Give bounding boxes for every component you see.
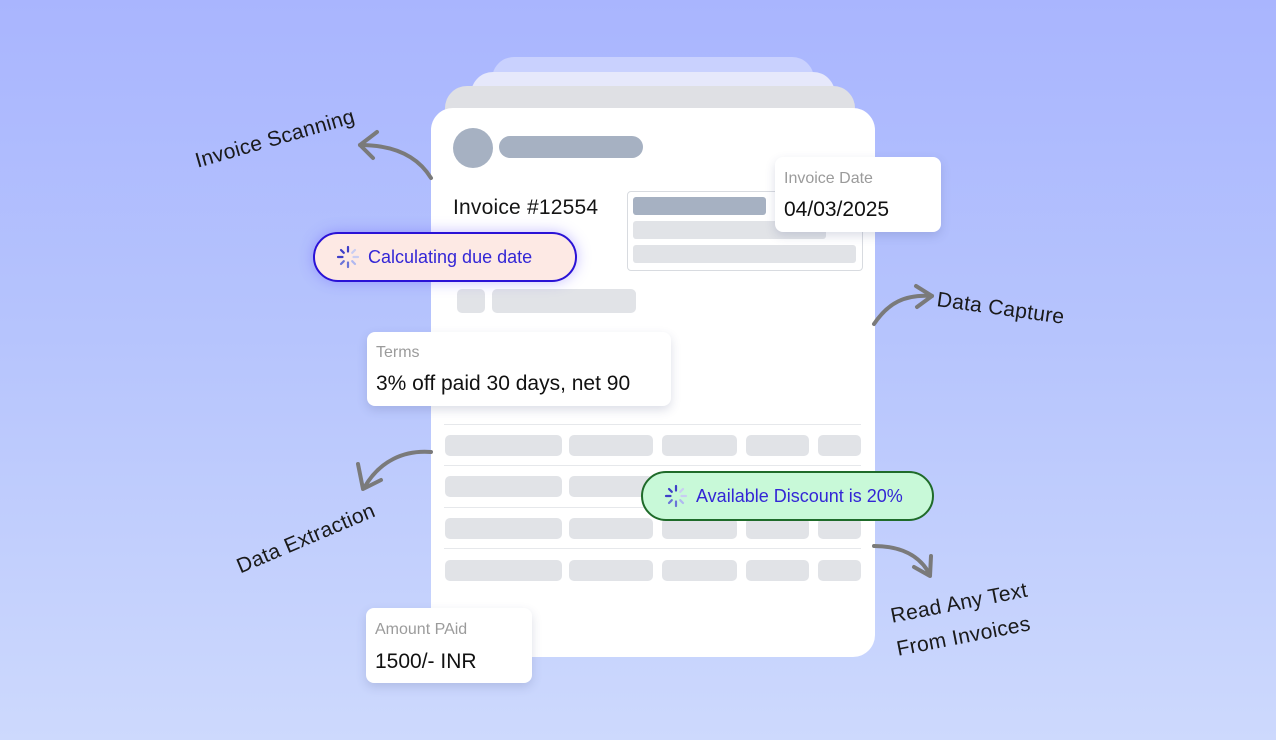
arrowhead-icon bbox=[358, 130, 379, 160]
invoice-date-value: 04/03/2025 bbox=[784, 198, 890, 221]
arrowhead-icon bbox=[912, 554, 933, 578]
terms-value: 3% off paid 30 days, net 90 bbox=[376, 372, 631, 395]
arrowhead-icon bbox=[914, 284, 934, 309]
amount-paid-value: 1500/- INR bbox=[375, 650, 477, 673]
company-logo-placeholder bbox=[453, 128, 493, 168]
field-placeholder-small bbox=[457, 289, 485, 313]
spinner-icon bbox=[336, 245, 360, 269]
terms-card: Terms 3% off paid 30 days, net 90 bbox=[367, 332, 671, 406]
invoice-date-label: Invoice Date bbox=[784, 170, 873, 187]
address-line-placeholder bbox=[633, 245, 856, 263]
invoice-number: Invoice #12554 bbox=[453, 196, 599, 219]
amount-paid-card: Amount PAid 1500/- INR bbox=[366, 608, 532, 683]
invoice-date-card: Invoice Date 04/03/2025 bbox=[775, 157, 941, 232]
discount-status-pill: Available Discount is 20% bbox=[641, 471, 934, 521]
address-line-placeholder bbox=[633, 197, 766, 215]
arrowhead-icon bbox=[356, 462, 383, 491]
due-date-status-text: Calculating due date bbox=[368, 246, 533, 267]
discount-status-text: Available Discount is 20% bbox=[696, 485, 903, 506]
field-placeholder bbox=[492, 289, 636, 313]
spinner-icon bbox=[664, 484, 688, 508]
company-name-placeholder bbox=[499, 136, 643, 158]
terms-label: Terms bbox=[376, 344, 420, 361]
arrow-icon bbox=[358, 143, 433, 180]
arrow-icon bbox=[872, 293, 934, 326]
table-divider bbox=[444, 548, 861, 549]
table-divider bbox=[444, 465, 861, 466]
arrow-icon bbox=[362, 449, 433, 490]
amount-paid-label: Amount PAid bbox=[375, 621, 468, 638]
table-divider bbox=[444, 424, 861, 425]
due-date-status-pill: Calculating due date bbox=[313, 232, 577, 282]
arrow-icon bbox=[872, 544, 932, 577]
